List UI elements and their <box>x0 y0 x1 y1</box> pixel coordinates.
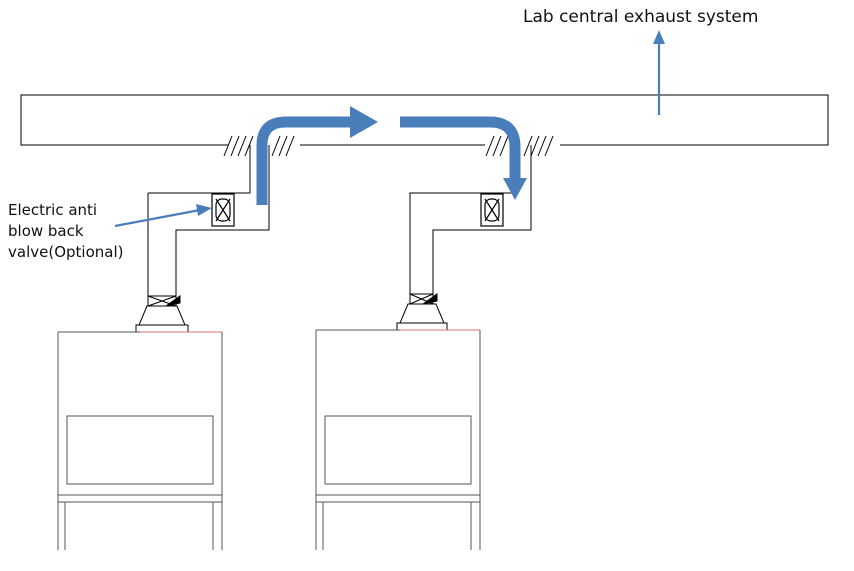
valve-label-line-3: valve(Optional) <box>8 243 124 261</box>
valve-label-line-2: blow back <box>8 222 84 240</box>
flow-arrowhead-down <box>503 178 527 200</box>
left-damper-fitting <box>135 295 189 333</box>
right-damper-fitting <box>396 293 448 331</box>
flow-arrow-down-curve <box>400 116 521 180</box>
left-safety-cabinet <box>57 331 223 550</box>
main-exhaust-duct <box>20 94 829 146</box>
exhaust-system-label: Lab central exhaust system <box>523 7 759 27</box>
valve-label-line-1: Electric anti <box>8 201 98 219</box>
right-valve-icon <box>480 193 504 227</box>
duct-break-marks <box>223 135 554 157</box>
valve-pointer-arrow <box>114 208 201 228</box>
airflow-arrows <box>114 30 665 228</box>
flow-arrowhead-right <box>350 106 378 138</box>
flow-arrow-up-curve <box>256 116 352 205</box>
left-branch-duct <box>147 145 270 296</box>
valve-callout-label: Electric anti blow back valve(Optional) <box>8 200 143 263</box>
right-safety-cabinet <box>315 329 481 550</box>
left-valve-icon <box>211 193 235 227</box>
